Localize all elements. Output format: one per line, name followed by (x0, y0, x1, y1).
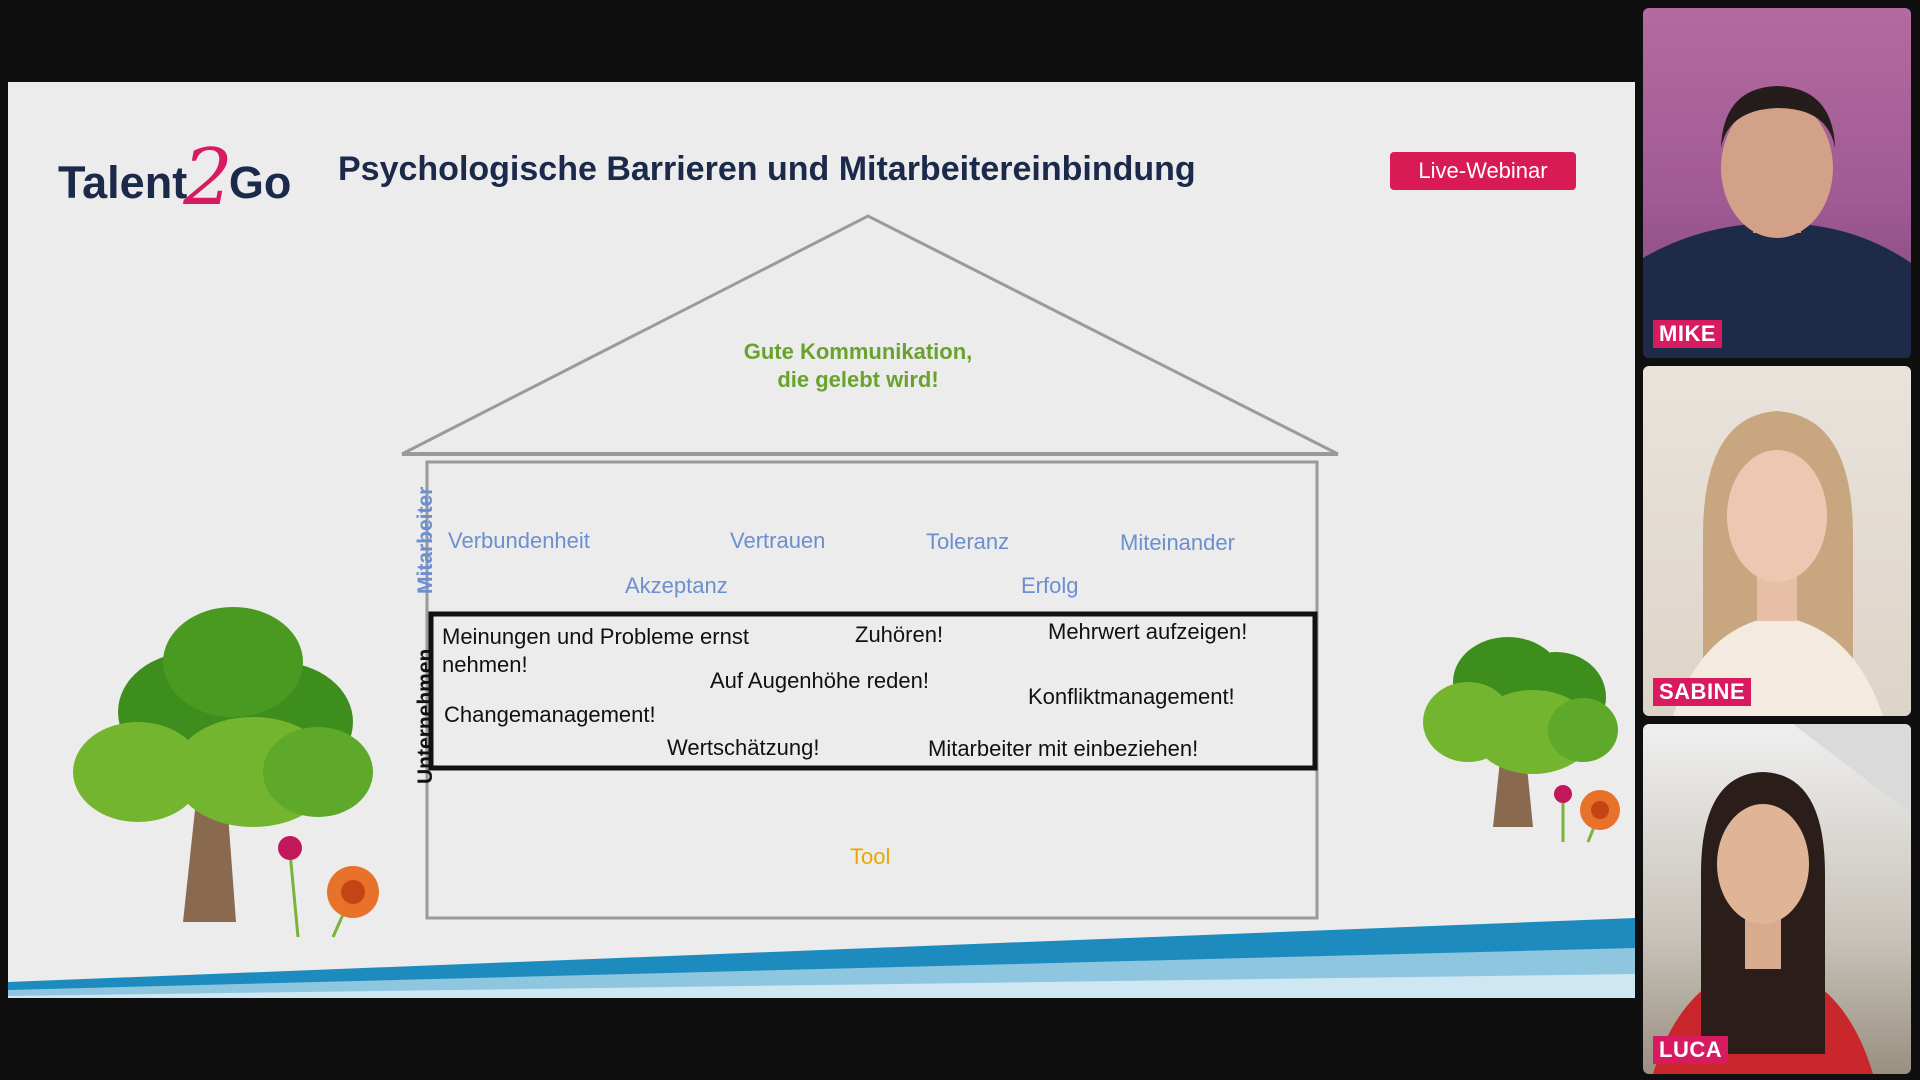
company-box (428, 611, 1318, 771)
tree-right-illustration (1423, 637, 1618, 827)
value-mehrwert: Mehrwert aufzeigen! (1048, 619, 1248, 644)
participant-tile-luca[interactable]: LUCA (1643, 724, 1911, 1074)
participant-video-mike (1643, 86, 1911, 358)
value-toleranz: Toleranz (926, 529, 1010, 554)
talent2go-logo: Talent2Go (58, 133, 292, 223)
value-miteinander: Miteinander (1120, 530, 1235, 555)
slide-title: Psychologische Barrieren und Mitarbeiter… (338, 150, 1196, 188)
value-changemanagement: Changemanagement! (444, 702, 656, 727)
roof-outline (401, 214, 1339, 456)
value-verbundenheit: Verbundenheit (448, 528, 590, 553)
mitarbeiter-label: Mitarbeiter (414, 486, 437, 594)
participant-tile-mike[interactable]: MIKE (1643, 8, 1911, 358)
value-einbeziehen: Mitarbeiter mit einbeziehen! (928, 736, 1199, 761)
flowers-right-illustration (1554, 785, 1620, 843)
participant-name-sabine: SABINE (1653, 678, 1752, 706)
foundation-tool-label: Tool (850, 844, 891, 869)
value-vertrauen: Vertrauen (730, 528, 826, 553)
live-webinar-badge: Live-Webinar (1390, 152, 1576, 190)
shared-slide: Talent2Go Psychologische Barrieren und M… (8, 82, 1635, 998)
participant-video-luca (1653, 724, 1911, 1074)
value-zuhoeren: Zuhören! (855, 622, 944, 647)
wave-pale (8, 974, 1635, 998)
participant-video-sabine (1673, 411, 1883, 716)
tree-left-illustration (73, 607, 373, 922)
participant-name-mike: MIKE (1653, 320, 1722, 348)
value-augenhoehe: Auf Augenhöhe reden! (710, 668, 929, 693)
roof-text: Gute Kommunikation, die gelebt wird! (743, 339, 973, 392)
participant-tile-sabine[interactable]: SABINE (1643, 366, 1911, 716)
participant-name-luca: LUCA (1653, 1036, 1729, 1064)
house-diagram (8, 214, 1635, 998)
value-akzeptanz: Akzeptanz (625, 573, 728, 598)
unternehmen-label: Unternehmen (414, 648, 437, 784)
flowers-left-illustration (278, 836, 379, 938)
value-wertschaetzung: Wertschätzung! (667, 735, 820, 760)
value-konfliktmanagement: Konfliktmanagement! (1028, 684, 1235, 709)
value-meinungen: Meinungen und Probleme ernst nehmen! (442, 624, 749, 677)
value-erfolg: Erfolg (1021, 573, 1079, 598)
